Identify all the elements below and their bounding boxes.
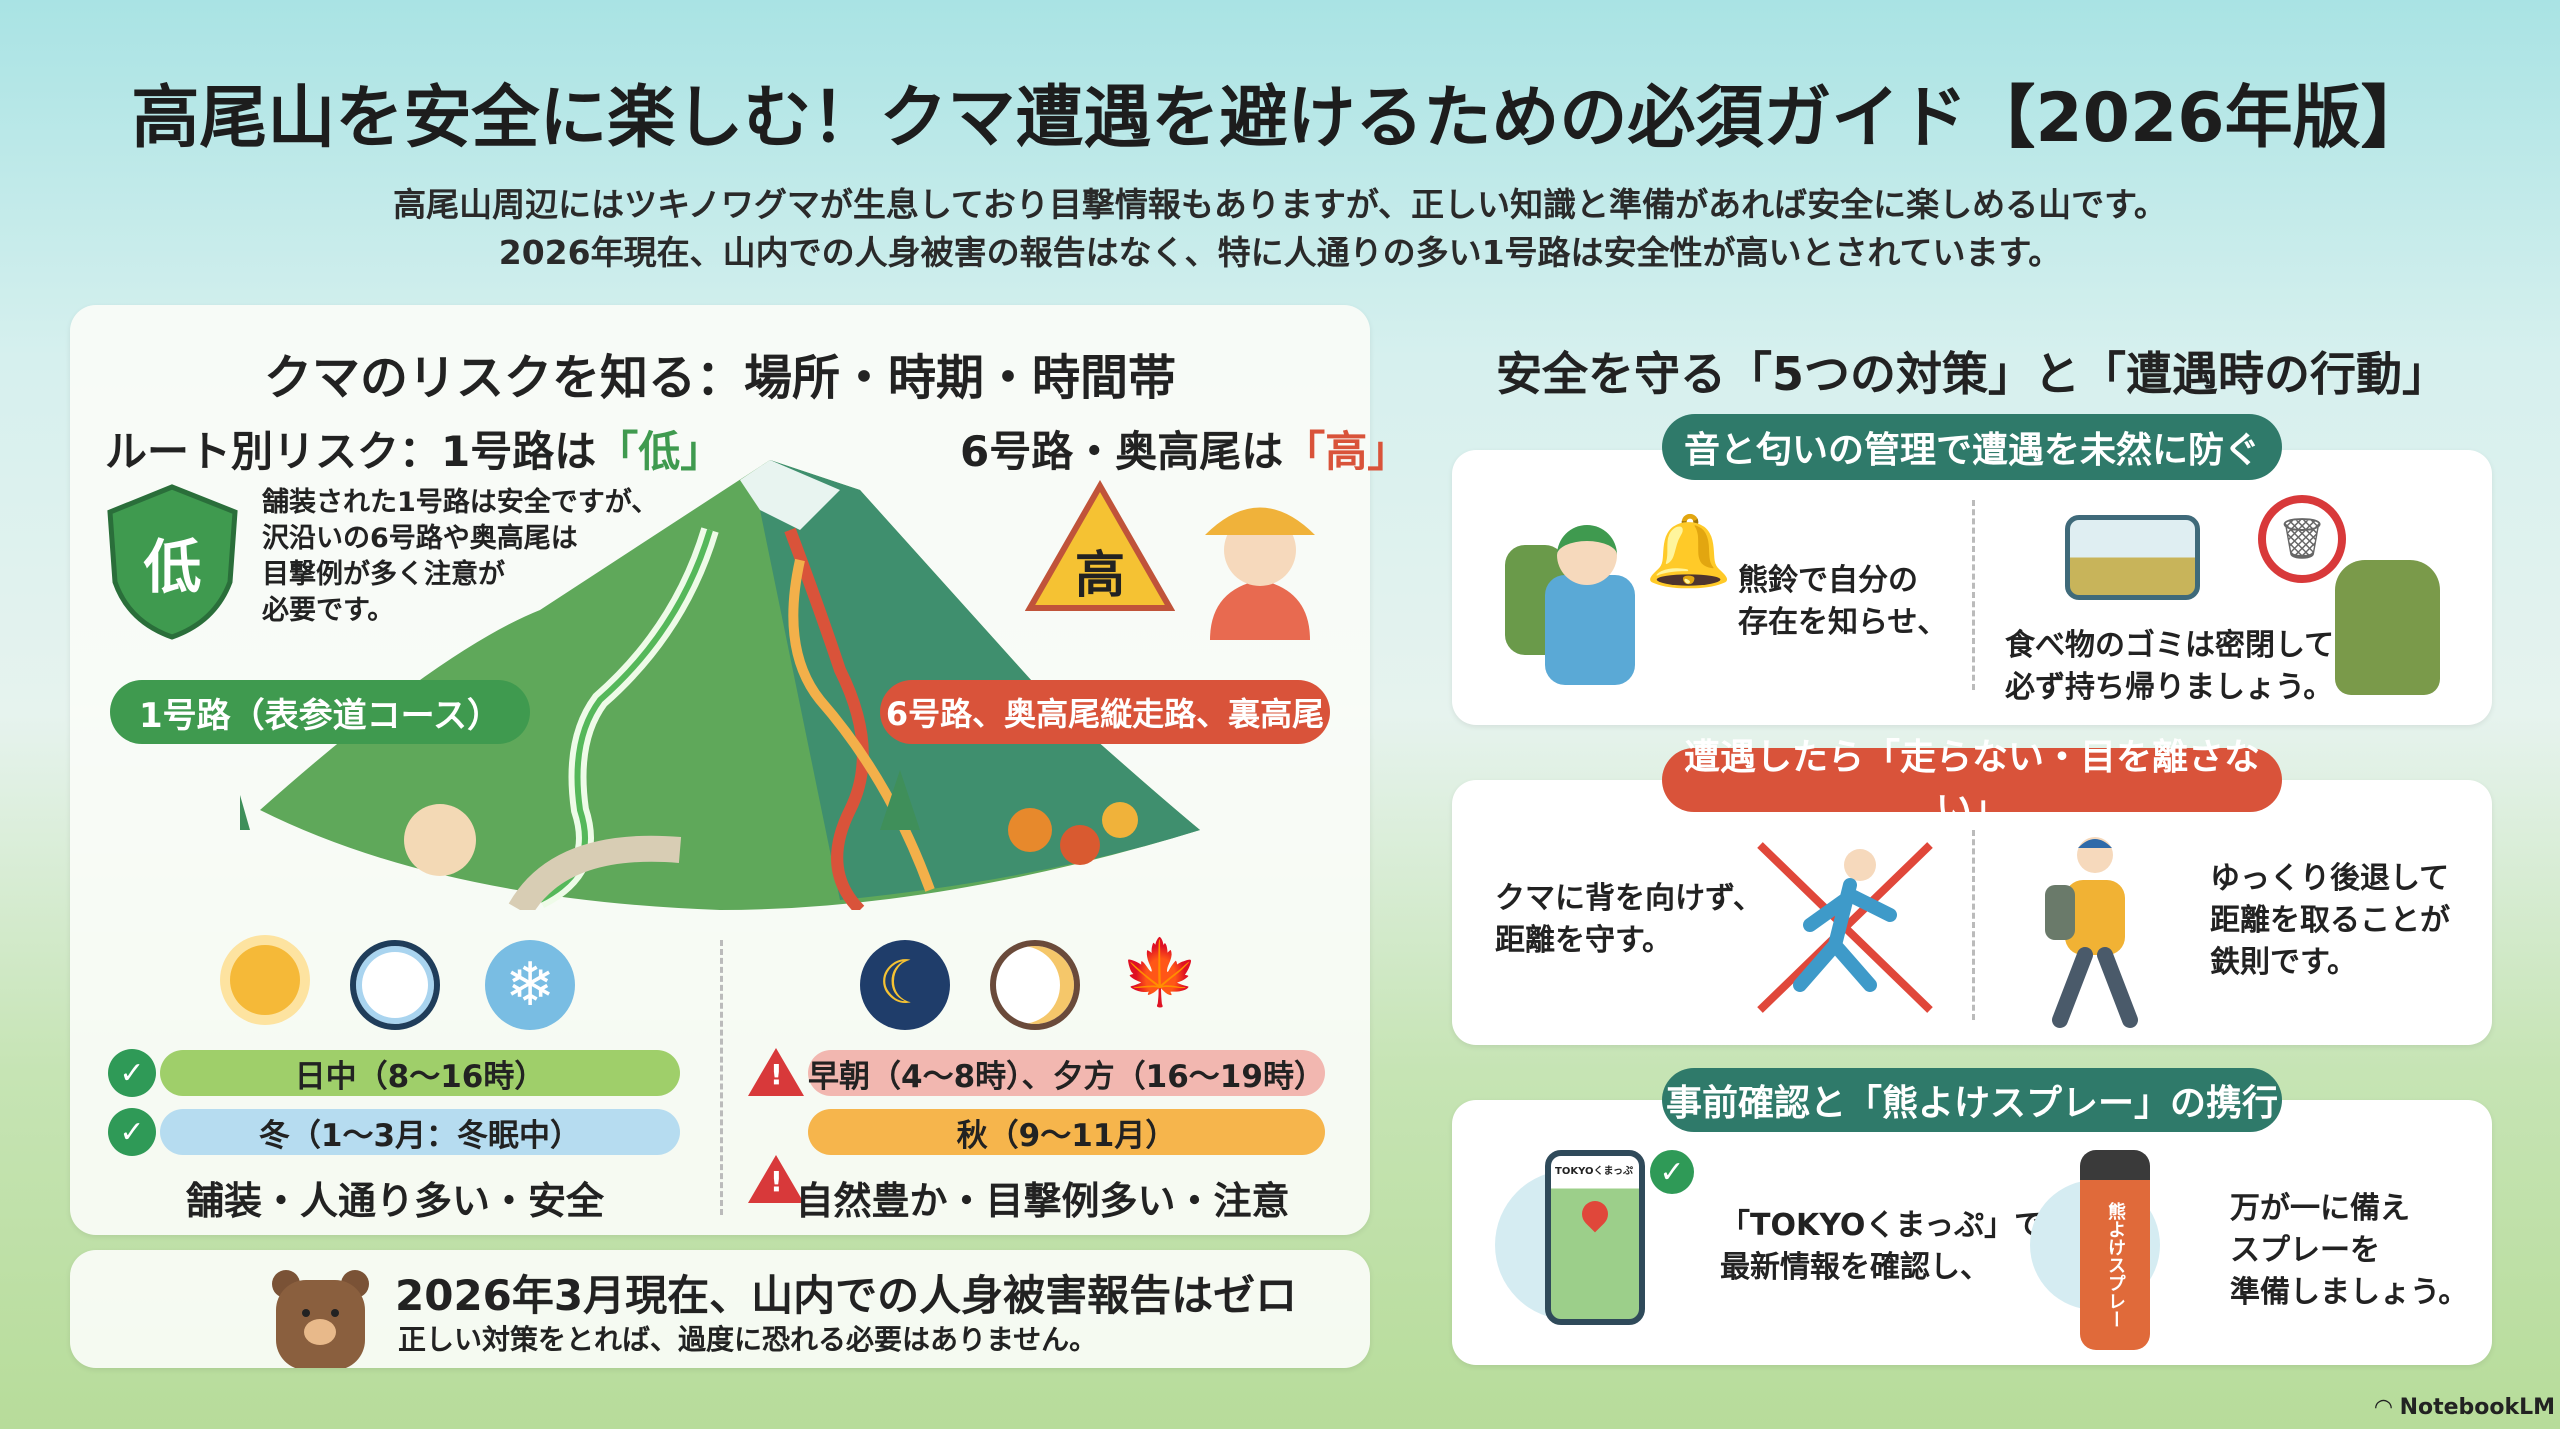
- notebooklm-logo-icon: ◠: [2375, 1395, 2400, 1420]
- check-icon: ✓: [108, 1049, 156, 1097]
- text-line: 存在を知らせ、: [1738, 605, 1948, 640]
- no-trash-icon: 🗑: [2258, 495, 2346, 583]
- measure-2-right-text: ゆっくり後退して距離を取ることが鉄則です。: [2210, 858, 2450, 984]
- description-line: 目撃例が多く注意が: [262, 559, 505, 590]
- measures-title: 安全を守る「5つの対策」と「遭遇時の行動」: [1495, 347, 2448, 401]
- autumn-leaves-icon: 🍁: [1120, 936, 1200, 1010]
- warning-icon: !: [748, 1155, 804, 1203]
- banner-note: 正しい対策をとれば、過度に恐れる必要はありません。: [398, 1323, 1098, 1356]
- text-line: 万が一に備え: [2230, 1191, 2410, 1226]
- risk-title: クマのリスクを知る：場所・時期・時間帯: [263, 350, 1176, 406]
- risk-time-bar: 早朝（4〜8時）、夕方（16〜19時）: [808, 1050, 1325, 1096]
- measure-heading-1: 音と匂いの管理で遭遇を未然に防ぐ: [1662, 414, 2282, 480]
- subtitle-line-2: 2026年現在、山内での人身被害の報告はなく、特に人通りの多い1号路は安全性が高…: [498, 233, 2062, 272]
- measure-heading-3: 事前確認と「熊よけスプレー」の携行: [1662, 1068, 2282, 1132]
- text-line: スプレーを: [2230, 1233, 2380, 1268]
- smartphone-map-icon: TOKYOくまっぷ: [1545, 1150, 1645, 1325]
- text-line: 鉄則です。: [2210, 945, 2357, 980]
- bear-bell-icon: 🔔: [1645, 510, 1733, 592]
- safe-route-label: 1号路（表参道コース）: [110, 680, 530, 744]
- divider: [720, 940, 723, 1215]
- text-line: ゆっくり後退して: [2210, 861, 2450, 896]
- backpack-icon: [2335, 560, 2440, 695]
- risk-caption: 自然豊か・目撃例多い・注意: [795, 1179, 1290, 1223]
- safe-season-bar: 冬（1〜3月：冬眠中）: [160, 1109, 680, 1155]
- warning-icon: !: [748, 1048, 804, 1096]
- high-heading-mark: 「高」: [1283, 427, 1410, 476]
- banner-headline: 2026年3月現在、山内での人身被害報告はゼロ: [395, 1271, 1298, 1320]
- text-line: 「TOKYOくまっぷ」で: [1720, 1208, 2045, 1243]
- hiker-icon: [404, 804, 476, 876]
- notebooklm-brand: ◠ NotebookLM: [2375, 1395, 2555, 1420]
- hiker-with-backpack-icon: [1495, 505, 1645, 695]
- no-running-icon: [1757, 842, 1933, 1013]
- text-line: 食べ物のゴミは密閉して: [2005, 628, 2335, 663]
- snowflake-icon: ❄: [485, 940, 575, 1030]
- page-title: 高尾山を安全に楽しむ！クマ遭遇を避けるための必須ガイド【2026年版】: [131, 79, 2429, 158]
- measure-1-right-text: 食べ物のゴミは密閉して必ず持ち帰りましょう。: [2005, 625, 2334, 709]
- check-icon: ✓: [108, 1108, 156, 1156]
- moon-icon: ☾: [860, 940, 950, 1030]
- text-line: 必ず持ち帰りましょう。: [2005, 670, 2334, 705]
- description-line: 必要です。: [262, 595, 395, 626]
- divider: [1972, 830, 1975, 1020]
- phone-app-name: TOKYOくまっぷ: [1555, 1166, 1634, 1177]
- high-risk-heading: 6号路・奥高尾は「高」: [960, 418, 1409, 479]
- route-description: 舗装された1号路は安全ですが、 沢沿いの6号路や奥高尾は 目撃例が多く注意が 必…: [262, 485, 658, 629]
- measure-3-right-text: 万が一に備えスプレーを準備しましょう。: [2230, 1188, 2468, 1314]
- brand-text: NotebookLM: [2399, 1395, 2556, 1420]
- text-line: 準備しましょう。: [2230, 1275, 2469, 1310]
- low-heading-mark: 「低」: [596, 427, 723, 476]
- text-line: 距離を取ることが: [2210, 903, 2450, 938]
- measure-1-left-text: 熊鈴で自分の存在を知らせ、: [1738, 560, 1947, 644]
- walking-backward-icon: [2045, 837, 2138, 1028]
- low-heading-text: ルート別リスク：1号路は: [105, 427, 597, 476]
- low-risk-heading: ルート別リスク：1号路は「低」: [105, 418, 722, 479]
- shield-label: 低: [143, 533, 202, 601]
- clock-icon: [350, 940, 440, 1030]
- text-line: 距離を守す。: [1495, 923, 1672, 958]
- low-risk-shield-icon: [107, 484, 238, 640]
- subtitle-line-1: 高尾山周辺にはツキノワグマが生息しており目撃情報もありますが、正しい知識と準備が…: [393, 185, 2167, 224]
- divider: [1972, 500, 1975, 690]
- sealed-container-icon: [2065, 515, 2200, 600]
- bear-icon: [272, 1270, 369, 1368]
- risk-season-bar: 秋（9〜11月）: [808, 1109, 1325, 1155]
- risky-route-label: 6号路、奥高尾縦走路、裏高尾: [880, 680, 1330, 744]
- measure-2-left-text: クマに背を向けず、距離を守す。: [1495, 878, 1763, 962]
- bear-spray-icon: 熊よけスプレー: [2080, 1150, 2150, 1350]
- check-icon: ✓: [1650, 1150, 1694, 1194]
- text-line: クマに背を向けず、: [1495, 881, 1763, 916]
- sun-icon: [230, 945, 300, 1015]
- hiker-woman-icon: [1205, 507, 1315, 640]
- measure-3-left-text: 「TOKYOくまっぷ」で最新情報を確認し、: [1720, 1205, 2044, 1289]
- measure-heading-2: 遭遇したら「走らない・目を離さない」: [1662, 737, 2282, 830]
- clock-icon: [990, 940, 1080, 1030]
- safe-caption: 舗装・人通り多い・安全: [185, 1179, 604, 1223]
- safe-time-bar: 日中（8〜16時）: [160, 1050, 680, 1096]
- high-heading-text: 6号路・奥高尾は: [960, 427, 1284, 476]
- sign-label: 高: [1075, 546, 1125, 604]
- text-line: 最新情報を確認し、: [1720, 1250, 1990, 1285]
- high-risk-warning-sign-icon: [1025, 480, 1175, 611]
- text-line: 熊鈴で自分の: [1738, 563, 1918, 598]
- description-line: 舗装された1号路は安全ですが、: [262, 487, 659, 518]
- description-line: 沢沿いの6号路や奥高尾は: [262, 523, 578, 554]
